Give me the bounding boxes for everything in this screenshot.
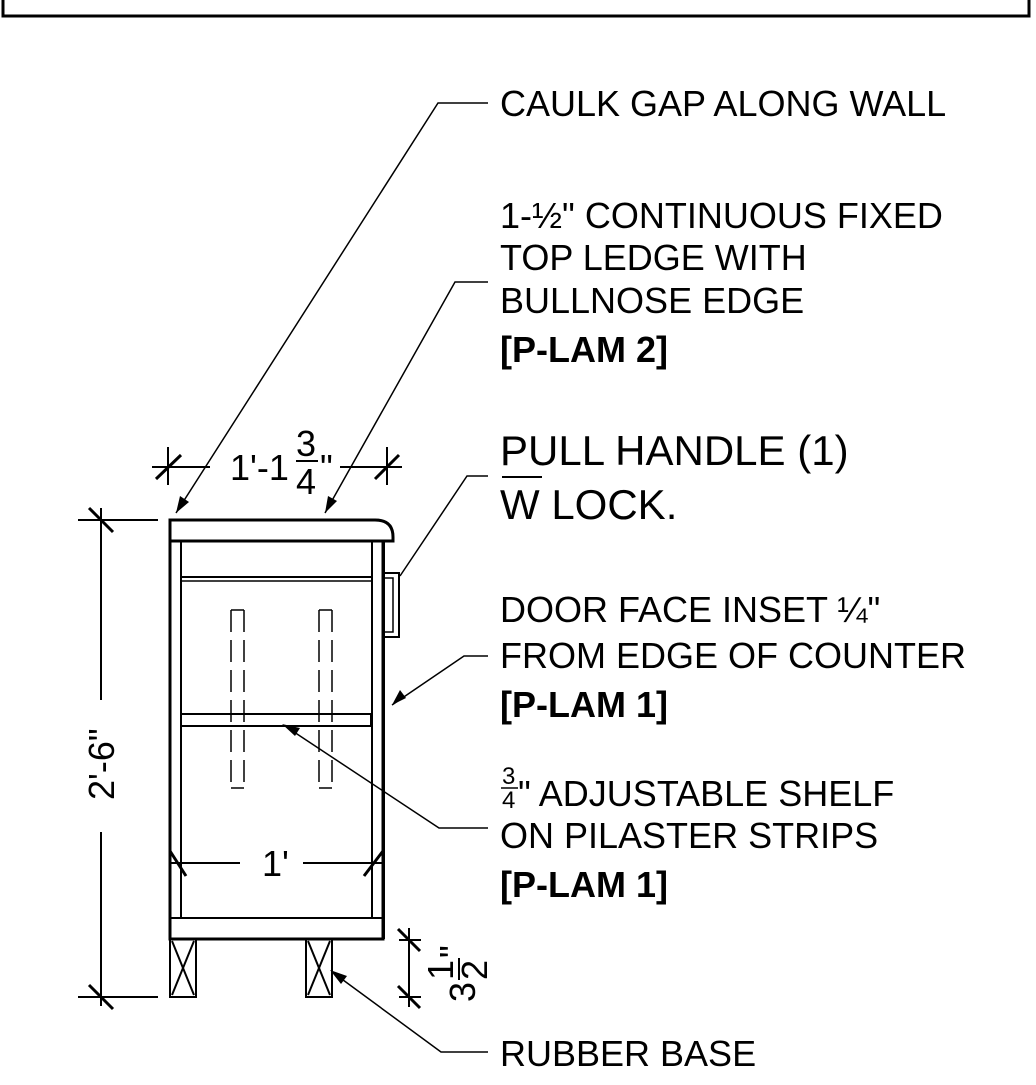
label-pull-line2: W LOCK. (500, 481, 677, 528)
dim-top-width-num: 3 (296, 423, 316, 464)
leader-arrowheads (176, 496, 406, 984)
title-box-frame (1, 0, 1031, 18)
label-caulk-gap: CAULK GAP ALONG WALL (500, 83, 946, 124)
label-shelf-material: [P-LAM 1] (500, 864, 668, 905)
label-shelf-den: 4 (502, 787, 515, 814)
leader-shelf (290, 729, 488, 829)
svg-text:1: 1 (420, 960, 461, 980)
label-shelf-line1: " ADJUSTABLE SHELF (518, 773, 894, 814)
svg-text:3: 3 (442, 982, 483, 1002)
dim-inner-width: 1' (262, 843, 289, 884)
adjustable-shelf (180, 713, 372, 727)
cabinet (168, 518, 400, 998)
pull-handle (384, 572, 400, 638)
leader-base (338, 976, 488, 1053)
svg-text:": " (432, 945, 473, 958)
dimension-lines (78, 447, 422, 1011)
top-ledge (168, 518, 395, 543)
pilaster-strips (230, 609, 333, 789)
leader-ledge (324, 281, 488, 514)
label-ledge-line3: BULLNOSE EDGE (500, 280, 804, 321)
label-rubber-base: RUBBER BASE (500, 1033, 756, 1074)
label-door-line1: DOOR FACE INSET ¼" (500, 589, 880, 630)
label-ledge-material: [P-LAM 2] (500, 329, 668, 370)
label-ledge-line2: TOP LEDGE WITH (500, 237, 807, 278)
dim-height: 2'-6" (81, 728, 122, 800)
leader-door (391, 655, 488, 706)
dim-base-height: 3 1 2 " (420, 945, 495, 1002)
label-shelf-num: 3 (502, 763, 515, 790)
dim-top-width-suffix: " (320, 447, 333, 488)
leader-caulk (175, 102, 488, 514)
label-shelf-line2: ON PILASTER STRIPS (500, 815, 878, 856)
dim-top-width-den: 4 (296, 461, 316, 502)
dim-top-width: 1'-1 (230, 447, 289, 488)
label-pull-line1: PULL HANDLE (1) (500, 427, 849, 474)
svg-text:2: 2 (454, 960, 495, 980)
rubber-base-blocks (169, 938, 333, 998)
label-door-line2: FROM EDGE OF COUNTER (500, 635, 966, 676)
leader-pull (399, 475, 488, 577)
label-ledge-line1: 1-½" CONTINUOUS FIXED (500, 195, 943, 236)
label-door-material: [P-LAM 1] (500, 684, 668, 725)
leader-lines (175, 102, 488, 1053)
